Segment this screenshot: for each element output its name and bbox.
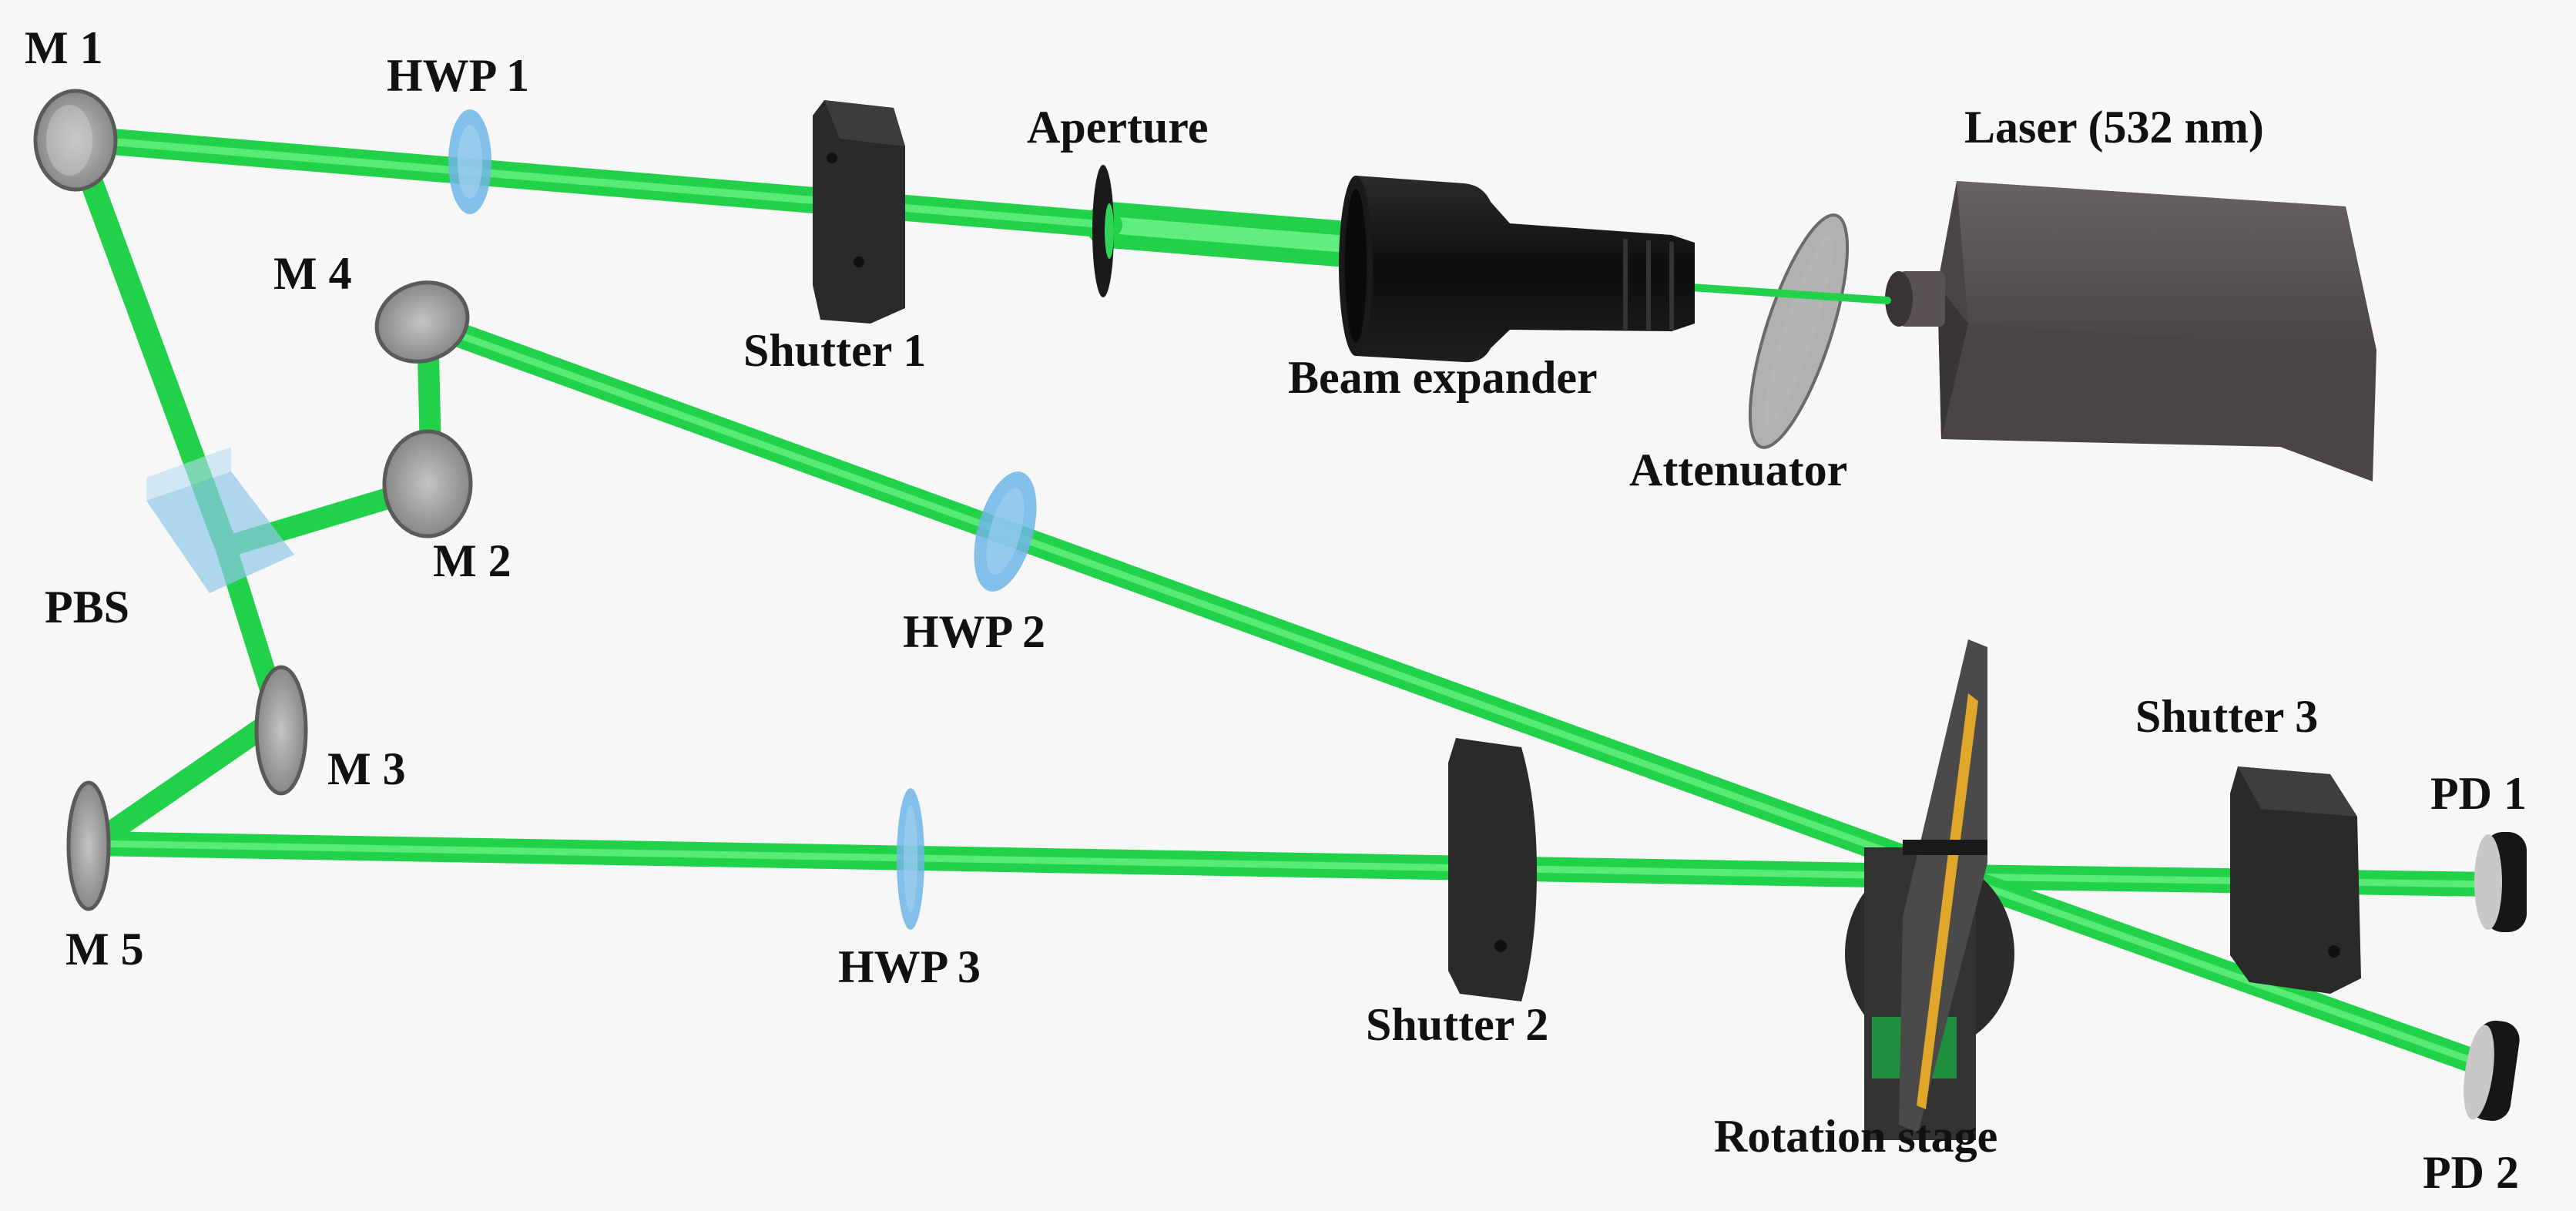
aperture	[1092, 165, 1114, 297]
label-m4: M 4	[273, 248, 352, 299]
label-beam-expander: Beam expander	[1288, 352, 1598, 403]
shutter-1	[813, 100, 905, 324]
mirror-m1	[33, 89, 118, 192]
label-laser: Laser (532 nm)	[1964, 102, 2264, 153]
hwp-2	[974, 471, 1037, 592]
beam-paths	[62, 126, 2508, 1079]
label-hwp1: HWP 1	[387, 50, 529, 101]
mirror-m2	[382, 429, 473, 538]
label-m2: M 2	[433, 535, 512, 586]
mirror-m5	[66, 780, 111, 911]
label-m5: M 5	[65, 924, 144, 975]
shutter-3	[2230, 767, 2361, 994]
label-hwp3: HWP 3	[838, 941, 981, 992]
mirror-m3	[254, 665, 308, 796]
hwp-1	[448, 109, 491, 214]
label-attenuator: Attenuator	[1629, 444, 1847, 495]
beam-expander	[1339, 176, 1695, 363]
label-hwp2: HWP 2	[903, 606, 1045, 657]
label-pd1: PD 1	[2430, 768, 2527, 819]
label-pd2: PD 2	[2423, 1147, 2519, 1198]
laser	[1885, 181, 2376, 481]
label-pbs: PBS	[45, 582, 129, 632]
label-m3: M 3	[327, 743, 406, 794]
attenuator	[1748, 213, 1850, 449]
label-shutter1: Shutter 1	[743, 325, 926, 376]
pbs-cube	[146, 447, 294, 593]
labels: M 1 HWP 1 Aperture Laser (532 nm) M 4 Sh…	[25, 22, 2527, 1198]
hwp-3	[897, 788, 924, 930]
label-m1: M 1	[25, 22, 103, 73]
shutter-2	[1448, 738, 1537, 1001]
label-rotation-stage: Rotation stage	[1714, 1111, 1997, 1162]
label-shutter2: Shutter 2	[1366, 999, 1548, 1050]
label-aperture: Aperture	[1027, 102, 1209, 153]
photodiode-pd2	[2464, 1020, 2520, 1122]
photodiode-pd1	[2474, 832, 2527, 932]
label-shutter3: Shutter 3	[2135, 691, 2318, 742]
mirror-m4	[374, 280, 470, 364]
rotation-stage	[1845, 639, 2014, 1140]
